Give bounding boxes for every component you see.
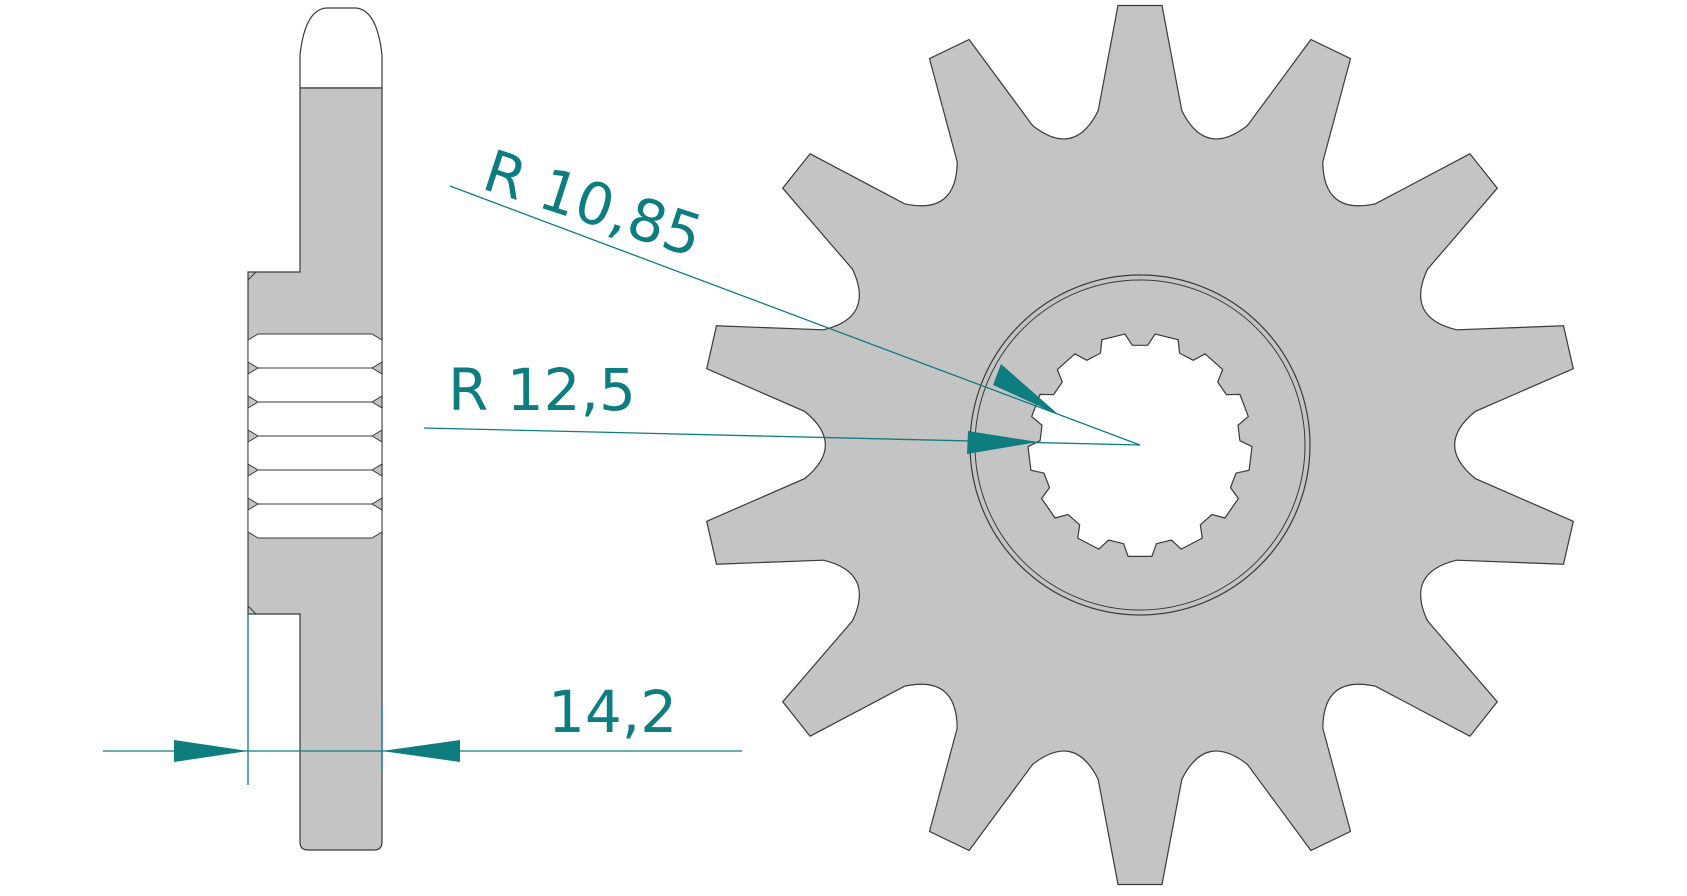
side-view [247, 7, 383, 851]
side-view-spline-band [247, 401, 383, 437]
side-view-tooth-tip [299, 7, 383, 89]
width-arrowhead-right [382, 740, 460, 762]
side-view-spline-band [247, 469, 383, 505]
side-view-spline-bands [247, 333, 383, 539]
side-view-spline-band [247, 333, 383, 369]
spline-bore [1027, 333, 1253, 557]
width-label: 14,2 [548, 678, 677, 746]
side-view-spline-band [247, 367, 383, 403]
dimension-radius-inner: R 12,5 [423, 356, 1141, 454]
side-view-spline-band [247, 503, 383, 539]
dimension-width: 14,2 [103, 614, 742, 785]
radius-outer-label: R 10,85 [476, 137, 711, 271]
radius-inner-label: R 12,5 [448, 356, 636, 424]
side-view-spline-band [247, 435, 383, 471]
radius-outer-leader [449, 185, 1141, 446]
radius-outer-arrowhead [993, 364, 1059, 415]
radius-inner-arrowhead [967, 431, 1038, 454]
width-arrowhead-left [174, 740, 248, 762]
